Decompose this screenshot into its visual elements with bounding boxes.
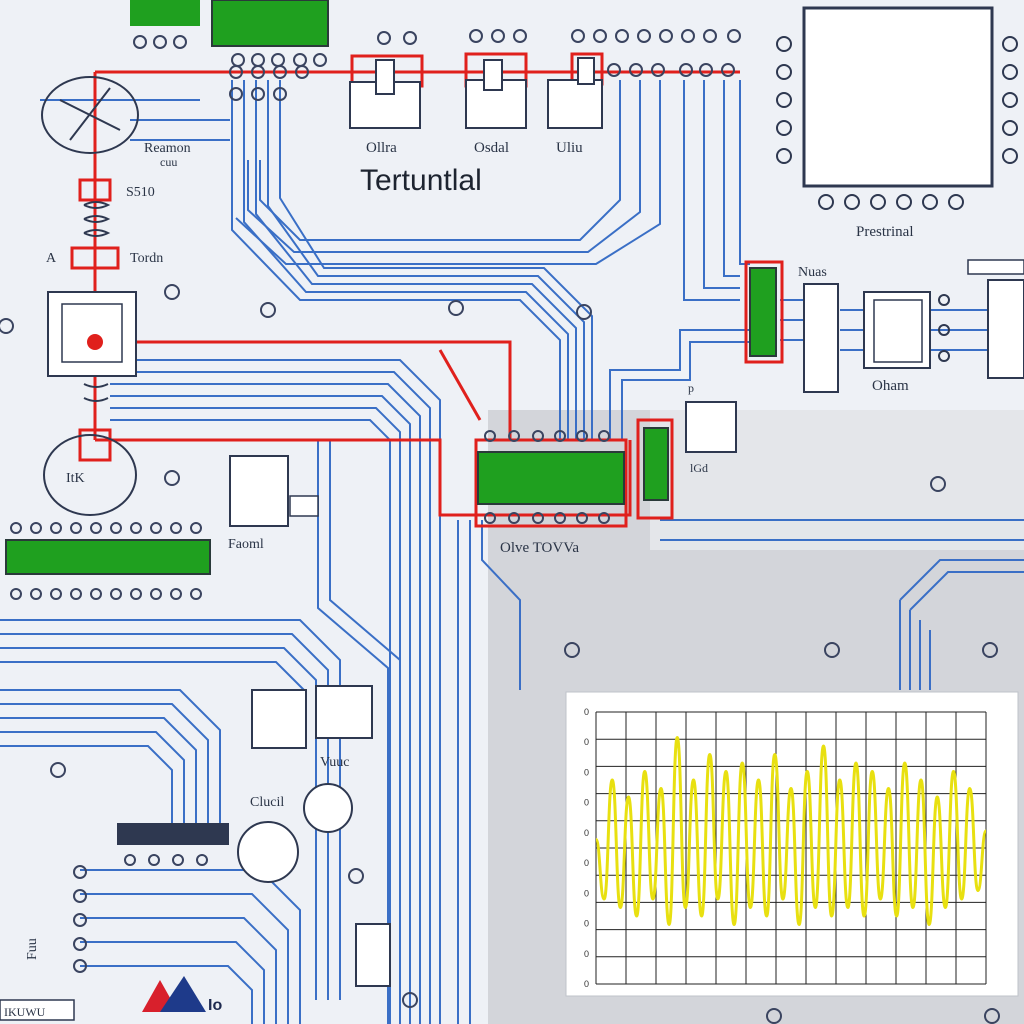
left-green-dip xyxy=(5,522,211,600)
bottom-components xyxy=(117,685,391,987)
small-ic-mid-right xyxy=(685,401,737,453)
label-module-1: Ollra xyxy=(366,140,397,156)
brand-logo: Io xyxy=(142,976,222,1014)
label-output: Oham xyxy=(872,378,909,394)
label-module-2: Osdal xyxy=(474,140,509,156)
label-cuu: cuu xyxy=(160,155,177,169)
signal-waveform xyxy=(594,736,988,926)
label-coil-top: S510 xyxy=(126,185,155,200)
label-coil-a: A xyxy=(46,251,57,266)
top-left-ic xyxy=(130,0,200,49)
y-tick-label: 0 xyxy=(584,767,589,777)
left-module-box xyxy=(229,455,319,527)
mounting-holes xyxy=(0,284,1000,1024)
y-tick-label: 0 xyxy=(584,949,589,959)
label-circle: ItK xyxy=(66,471,85,486)
module-3 xyxy=(547,57,603,129)
y-tick-label: 0 xyxy=(584,707,589,717)
label-reamon: Reamon xyxy=(144,141,191,156)
center-green-ic xyxy=(477,427,669,524)
label-bottom-mid-2: Clucil xyxy=(250,795,284,810)
green-pin-header xyxy=(749,267,777,357)
chart-series xyxy=(594,736,988,926)
y-tick-label: 0 xyxy=(584,858,589,868)
coil xyxy=(83,201,111,402)
label-bottom-left-box: IKUWU xyxy=(4,1005,46,1019)
bottom-connector-pins xyxy=(73,854,208,973)
top-pin-row xyxy=(377,29,741,77)
label-coil-side: Tordn xyxy=(130,251,163,266)
left-square-module xyxy=(47,291,137,377)
round-sensor xyxy=(43,434,137,516)
blue-traces xyxy=(0,80,1024,1024)
right-connector xyxy=(967,259,1024,275)
label-bottom-chip: Olve TOVVa xyxy=(500,540,579,556)
label-left-module: Faoml xyxy=(228,537,264,552)
label-right-module: Nuas xyxy=(798,265,827,280)
oscilloscope-chart: 0 0 0 0 0 0 0 0 0 0 xyxy=(565,691,1019,997)
y-tick-label: 0 xyxy=(584,737,589,747)
label-left-edge: Fuu xyxy=(25,938,40,960)
label-bottom-mid-1: Vuuc xyxy=(320,755,349,770)
right-relay xyxy=(803,279,1024,393)
processor-chip xyxy=(776,6,1018,210)
bottom-left-box xyxy=(0,999,75,1021)
round-transformer xyxy=(41,76,139,154)
y-tick-label: 0 xyxy=(584,798,589,808)
top-left-pins xyxy=(229,65,309,101)
red-traces xyxy=(70,52,784,528)
y-tick-label: 0 xyxy=(584,979,589,989)
y-tick-label: 0 xyxy=(584,828,589,838)
y-tick-label: 0 xyxy=(584,919,589,929)
chart-tick-labels: 0 0 0 0 0 0 0 0 0 0 xyxy=(584,707,589,989)
label-misc-p: p xyxy=(688,381,694,395)
label-switch: lGd xyxy=(690,461,708,475)
top-header-ic xyxy=(211,0,329,67)
label-module-3: Uliu xyxy=(556,140,583,156)
schematic-title: Tertuntlal xyxy=(360,164,482,197)
y-tick-label: 0 xyxy=(584,888,589,898)
module-2 xyxy=(465,59,527,129)
logo-text: Io xyxy=(208,997,222,1014)
label-cpu: Prestrinal xyxy=(856,224,914,240)
module-1 xyxy=(349,59,421,129)
chart-grid xyxy=(595,711,987,985)
